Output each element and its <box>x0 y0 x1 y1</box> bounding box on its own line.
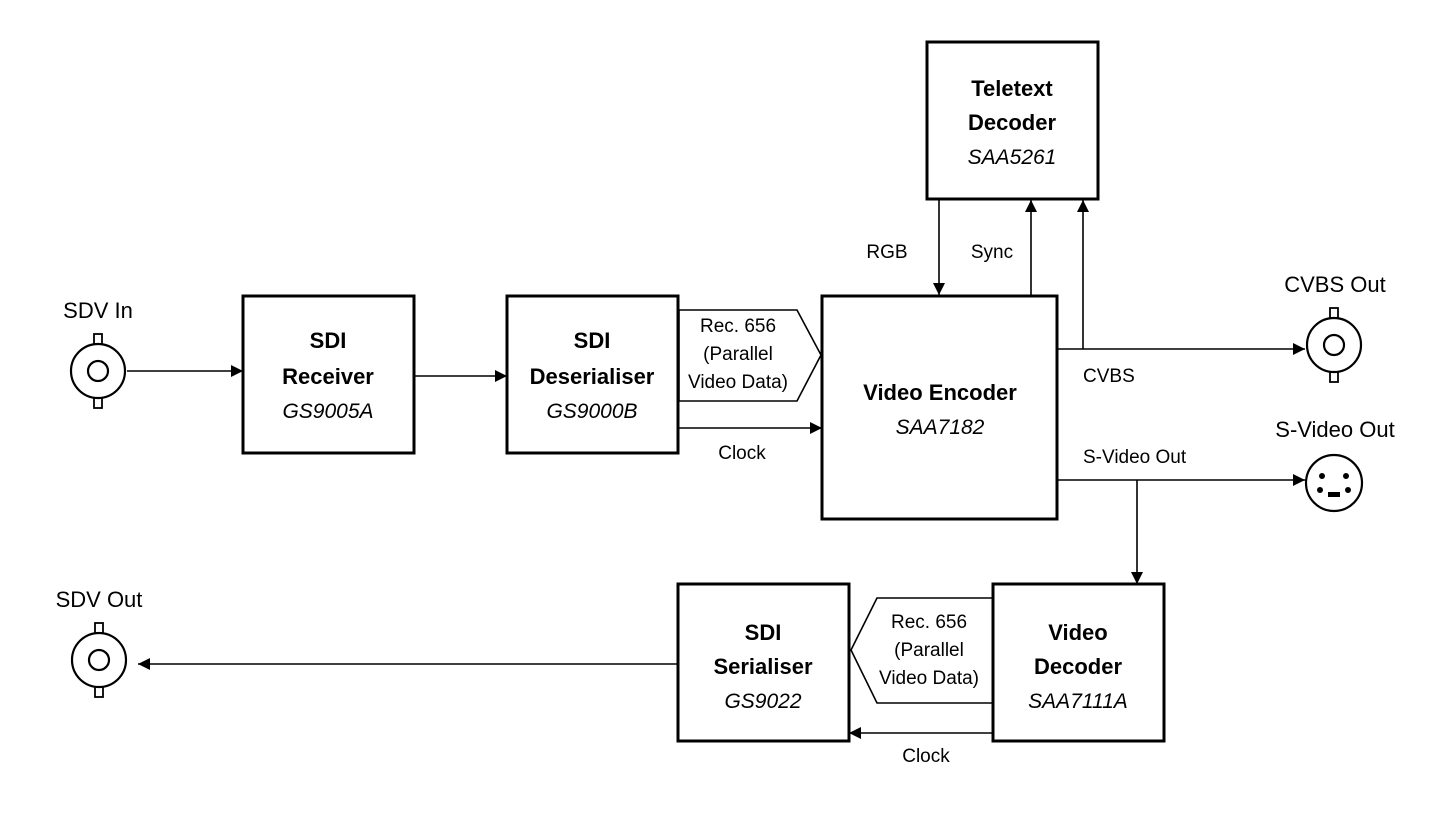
rec656-bottom-label-1: Rec. 656 <box>891 612 967 633</box>
rec656-bottom-label-3: Video Data) <box>879 668 979 689</box>
sdi-serialiser-block <box>676 582 851 743</box>
video-decoder-title-2: Decoder <box>1034 654 1122 679</box>
sdi-serialiser-title-2: Serialiser <box>713 654 813 679</box>
sdi-serialiser-title-1: SDI <box>745 620 782 645</box>
sdi-receiver-block <box>241 294 416 455</box>
sdi-receiver-title-1: SDI <box>310 328 347 353</box>
clock-top-label: Clock <box>718 443 766 464</box>
rec656-top-label-1: Rec. 656 <box>700 316 776 337</box>
sdi-serialiser-part: GS9022 <box>724 690 801 713</box>
sdi-receiver-part: GS9005A <box>282 400 373 423</box>
svideo-din-connector-icon <box>1304 453 1364 513</box>
rec656-top-label-2: (Parallel <box>703 344 773 365</box>
clock-bottom-label: Clock <box>902 746 950 767</box>
sdv-out-label: SDV Out <box>56 587 143 612</box>
cvbs-out-bnc-icon <box>1305 307 1363 383</box>
cvbs-out-label: CVBS Out <box>1284 272 1385 297</box>
svideo-signal-label: S-Video Out <box>1083 447 1187 468</box>
svideo-out-label: S-Video Out <box>1275 417 1394 442</box>
teletext-decoder-title-1: Teletext <box>971 76 1053 101</box>
rec656-bottom-label-2: (Parallel <box>894 640 964 661</box>
sync-label: Sync <box>971 242 1013 263</box>
video-decoder-part: SAA7111A <box>1028 690 1128 713</box>
teletext-decoder-title-2: Decoder <box>968 110 1056 135</box>
rgb-label: RGB <box>866 242 907 263</box>
video-encoder-title: Video Encoder <box>863 380 1017 405</box>
sdv-in-bnc-icon <box>69 333 127 409</box>
sdi-deserialiser-title-2: Deserialiser <box>530 364 655 389</box>
teletext-decoder-block <box>925 40 1100 201</box>
video-decoder-block <box>991 582 1166 743</box>
video-encoder-block <box>820 294 1059 521</box>
sdv-out-bnc-icon <box>70 622 128 698</box>
rec656-top-label-3: Video Data) <box>688 372 788 393</box>
video-decoder-title-1: Video <box>1048 620 1108 645</box>
teletext-decoder-part: SAA5261 <box>968 146 1057 169</box>
sdi-receiver-title-2: Receiver <box>282 364 374 389</box>
video-encoder-part: SAA7182 <box>896 416 985 439</box>
sdi-deserialiser-title-1: SDI <box>574 328 611 353</box>
cvbs-label: CVBS <box>1083 366 1135 387</box>
sdi-deserialiser-part: GS9000B <box>546 400 637 423</box>
sdv-in-label: SDV In <box>63 298 133 323</box>
sdi-deserialiser-block <box>505 294 680 455</box>
